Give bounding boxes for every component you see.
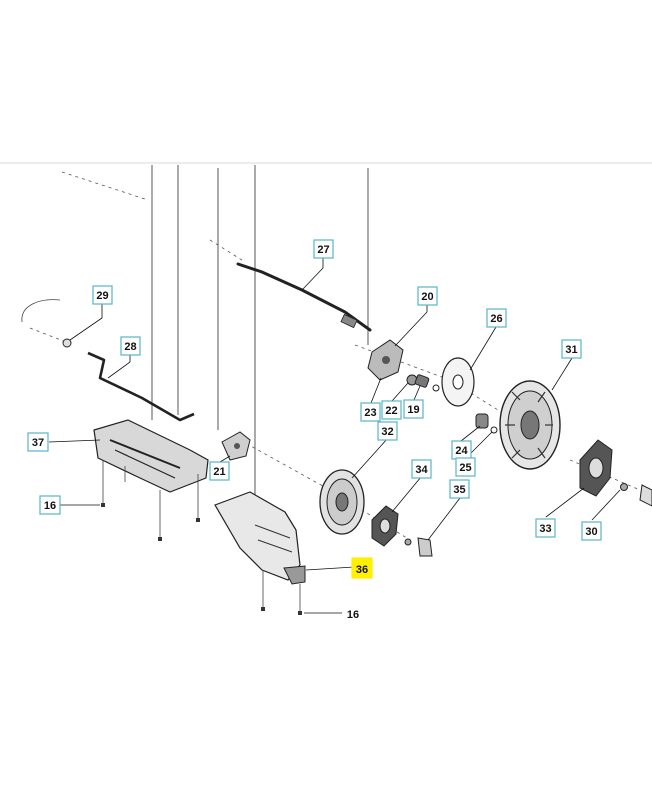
svg-text:16: 16 bbox=[347, 609, 359, 621]
svg-text:34: 34 bbox=[415, 464, 428, 476]
height-rod bbox=[87, 351, 195, 422]
bolt-part-30 bbox=[620, 483, 652, 507]
rear-wheel-31 bbox=[499, 380, 561, 470]
callout-22: 22 bbox=[381, 400, 402, 420]
callout-35: 35 bbox=[449, 479, 470, 499]
callout-28: 28 bbox=[120, 336, 141, 356]
callout-31: 31 bbox=[561, 339, 582, 359]
callout-16-bottom: 16 bbox=[347, 609, 359, 621]
front-hub-34 bbox=[371, 505, 399, 547]
callout-30: 30 bbox=[581, 521, 602, 541]
svg-text:31: 31 bbox=[565, 344, 577, 356]
callout-34: 34 bbox=[411, 459, 432, 479]
svg-text:30: 30 bbox=[585, 526, 597, 538]
bracket-part-20 bbox=[367, 339, 404, 381]
chassis-part-37 bbox=[93, 419, 209, 541]
svg-text:37: 37 bbox=[32, 437, 44, 449]
callout-20: 20 bbox=[417, 286, 438, 306]
axle-rod bbox=[236, 262, 372, 332]
callout-24: 24 bbox=[451, 440, 472, 460]
callout-25: 25 bbox=[455, 457, 476, 477]
guard-part-36 bbox=[214, 491, 306, 615]
front-wheel-32 bbox=[319, 469, 365, 535]
small-gear-24 bbox=[475, 413, 498, 434]
callout-23: 23 bbox=[360, 402, 381, 422]
svg-text:20: 20 bbox=[421, 291, 433, 303]
svg-text:32: 32 bbox=[381, 426, 393, 438]
svg-text:21: 21 bbox=[213, 466, 225, 478]
svg-text:19: 19 bbox=[407, 404, 419, 416]
svg-text:24: 24 bbox=[455, 445, 468, 457]
callout-33: 33 bbox=[535, 518, 556, 538]
leader-lines bbox=[48, 258, 621, 614]
svg-text:16: 16 bbox=[44, 500, 56, 512]
svg-text:28: 28 bbox=[124, 341, 136, 353]
callout-32: 32 bbox=[377, 421, 398, 441]
svg-text:25: 25 bbox=[459, 462, 471, 474]
svg-text:26: 26 bbox=[490, 313, 502, 325]
svg-text:22: 22 bbox=[385, 405, 397, 417]
callout-29: 29 bbox=[92, 285, 113, 305]
cap-part-35 bbox=[404, 537, 433, 557]
vertical-rails bbox=[151, 165, 369, 505]
axis-lines bbox=[29, 171, 641, 541]
washer-disc-26 bbox=[441, 357, 475, 407]
callout-19: 19 bbox=[403, 399, 424, 419]
svg-text:35: 35 bbox=[453, 484, 465, 496]
hub-cap-33 bbox=[579, 439, 613, 497]
callout-36-highlighted: 36 bbox=[351, 557, 373, 579]
callout-26: 26 bbox=[486, 308, 507, 328]
bracket-part-21 bbox=[221, 431, 251, 461]
callout-21: 21 bbox=[209, 461, 230, 481]
callout-27: 27 bbox=[313, 239, 334, 259]
svg-text:23: 23 bbox=[364, 407, 376, 419]
svg-text:33: 33 bbox=[539, 523, 551, 535]
nut-part-29 bbox=[62, 338, 72, 348]
gear-assembly bbox=[406, 374, 440, 392]
svg-text:36: 36 bbox=[356, 564, 368, 576]
svg-text:27: 27 bbox=[317, 244, 329, 256]
callout-labels: 27 20 26 31 29 28 23 22 bbox=[27, 239, 602, 621]
svg-text:29: 29 bbox=[96, 290, 108, 302]
callout-16-left: 16 bbox=[39, 495, 61, 515]
handle-curve bbox=[21, 299, 61, 323]
callout-37: 37 bbox=[27, 432, 49, 452]
